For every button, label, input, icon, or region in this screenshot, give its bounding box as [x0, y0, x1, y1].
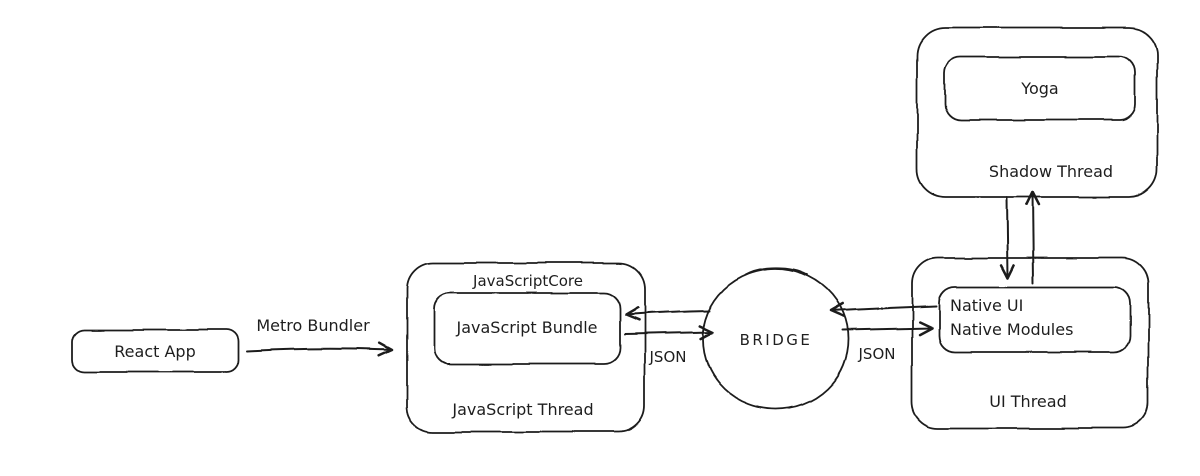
yoga-box	[944, 56, 1136, 121]
native-ui-label: Native UI	[950, 296, 1023, 315]
metro-bundler-label: Metro Bundler	[256, 316, 370, 335]
ui-thread-label: UI Thread	[989, 392, 1066, 411]
shadow-thread-label: Shadow Thread	[989, 162, 1113, 181]
native-modules-box	[938, 286, 1131, 353]
bridge-circle-overdraw	[745, 267, 809, 276]
metro-bundler-arrow	[246, 341, 394, 358]
arrow-bundle-to-bridge	[624, 324, 715, 340]
json-left-label: JSON	[649, 348, 687, 366]
arrow-native-to-bridge	[829, 302, 937, 318]
arrow-bridge-to-bundle	[624, 306, 711, 322]
bridge-label: BRIDGE	[740, 331, 813, 349]
javascriptcore-label: JavaScriptCore	[472, 272, 583, 290]
arrow-bridge-to-native	[842, 320, 934, 336]
javascript-thread-box	[406, 262, 646, 433]
javascript-bundle-box	[433, 292, 621, 365]
arrow-ui-to-shadow	[1025, 190, 1041, 284]
ui-thread-box	[911, 257, 1149, 429]
react-app-label: React App	[114, 342, 195, 361]
native-modules-label: Native Modules	[950, 320, 1073, 339]
javascript-bundle-label: JavaScript Bundle	[456, 318, 598, 337]
react-app-box	[71, 329, 239, 373]
yoga-label: Yoga	[1020, 79, 1058, 98]
arrow-shadow-to-ui	[1000, 196, 1016, 280]
json-right-label: JSON	[858, 345, 896, 363]
javascript-thread-label: JavaScript Thread	[451, 400, 593, 419]
